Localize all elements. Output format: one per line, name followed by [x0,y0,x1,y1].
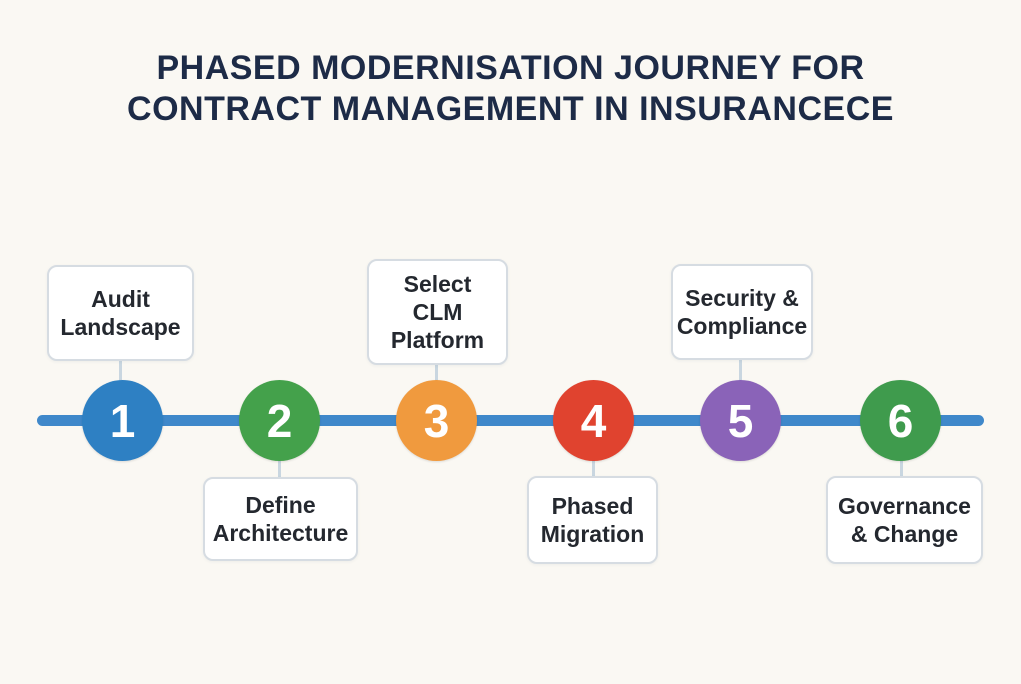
step-connector-4 [592,460,595,477]
step-label-2: Define Architecture [212,491,349,546]
step-card-phased-migration: Phased Migration [527,476,658,564]
timeline-bar [37,415,984,426]
step-connector-1 [119,360,122,381]
title-line-1: PHASED MODERNISATION JOURNEY FOR [156,49,865,87]
step-number-3: 3 [423,394,450,447]
step-number-5: 5 [727,394,754,447]
step-card-governance-change: Governance & Change [826,476,983,564]
step-card-security-compliance: Security & Compliance [671,264,813,360]
page-title: PHASED MODERNISATION JOURNEY FOR CONTRAC… [0,48,1021,130]
step-label-3: Select CLM Platform [390,270,485,354]
step-card-audit-landscape: Audit Landscape [47,265,194,361]
step-number-6: 6 [887,394,914,447]
step-label-1: Audit Landscape [60,285,181,340]
step-label-5: Security & Compliance [676,284,808,339]
step-circle-4: 4 [553,380,634,461]
step-card-define-architecture: Define Architecture [203,477,358,561]
step-connector-6 [900,460,903,477]
step-circle-1: 1 [82,380,163,461]
step-number-1: 1 [109,394,136,447]
step-circle-2: 2 [239,380,320,461]
step-connector-2 [278,460,281,478]
step-label-4: Phased Migration [540,492,645,547]
step-circle-3: 3 [396,380,477,461]
step-connector-5 [739,359,742,381]
step-circle-5: 5 [700,380,781,461]
title-line-2: CONTRACT MANAGEMENT IN INSURANCECE [127,89,894,128]
step-number-4: 4 [580,394,607,447]
step-label-6: Governance & Change [838,492,971,547]
step-circle-6: 6 [860,380,941,461]
step-connector-3 [435,364,438,381]
step-number-2: 2 [266,394,293,447]
step-card-select-clm-platform: Select CLM Platform [367,259,508,365]
